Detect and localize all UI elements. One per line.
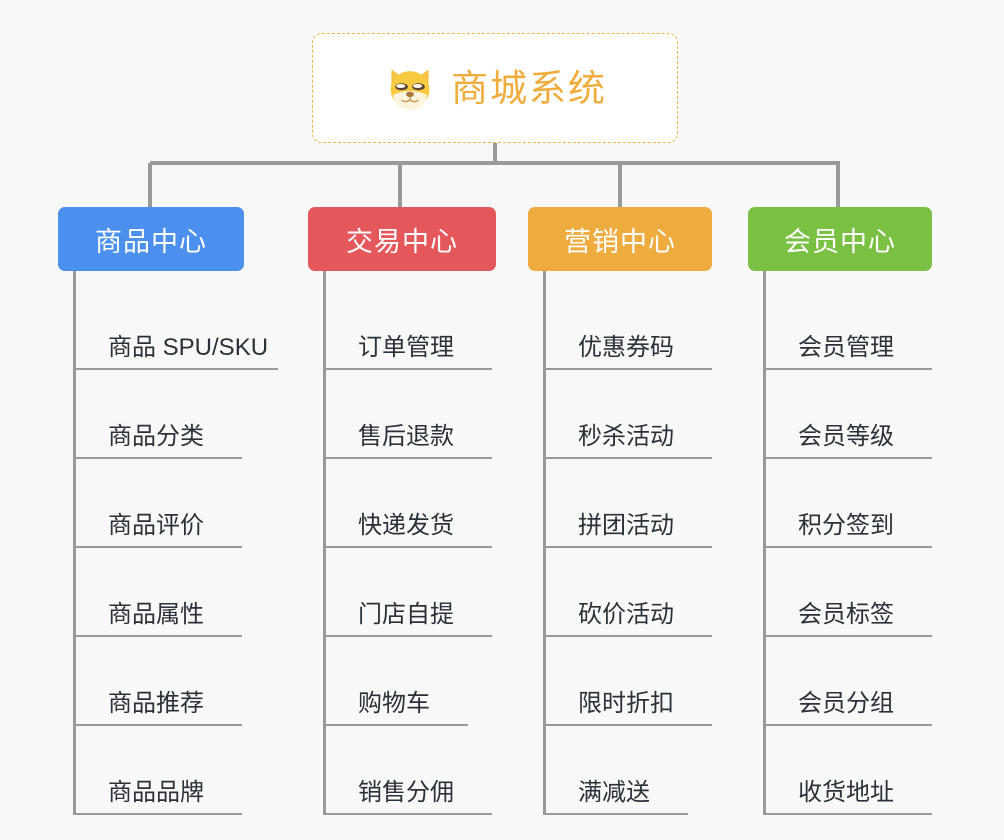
list-item[interactable]: 积分签到 [766, 459, 968, 548]
list-item-label: 售后退款 [358, 422, 454, 450]
list-item[interactable]: 门店自提 [326, 548, 528, 637]
list-item[interactable]: 商品属性 [76, 548, 278, 637]
list-item[interactable]: 会员管理 [766, 281, 968, 370]
list-item-label: 会员管理 [798, 333, 894, 361]
list-item-label: 购物车 [358, 689, 430, 717]
list-item-label: 销售分佣 [358, 778, 454, 806]
category-header-trade-center[interactable]: 交易中心 [308, 207, 496, 271]
shiba-dog-face-icon [390, 69, 430, 110]
list-item-label: 商品评价 [108, 511, 204, 539]
column-marketing-center: 营销中心 优惠券码 秒杀活动 拼团活动 砍价活动 限时折扣 满减送 [528, 207, 748, 815]
list-item[interactable]: 购物车 [326, 637, 528, 726]
item-list-marketing-center: 优惠券码 秒杀活动 拼团活动 砍价活动 限时折扣 满减送 [543, 271, 748, 815]
list-item[interactable]: 拼团活动 [546, 459, 748, 548]
list-item-label: 商品品牌 [108, 778, 204, 806]
list-item[interactable]: 订单管理 [326, 281, 528, 370]
list-item[interactable]: 商品评价 [76, 459, 278, 548]
list-item-label: 积分签到 [798, 511, 894, 539]
category-header-marketing-center[interactable]: 营销中心 [528, 207, 712, 271]
list-item-label: 商品分类 [108, 422, 204, 450]
list-item[interactable]: 快递发货 [326, 459, 528, 548]
list-item-label: 砍价活动 [578, 600, 674, 628]
list-item-label: 快递发货 [358, 511, 454, 539]
list-item-label: 会员标签 [798, 600, 894, 628]
list-item-label: 门店自提 [358, 600, 454, 628]
root-node-mall-system[interactable]: 商城系统 [312, 33, 678, 143]
list-item-label: 拼团活动 [578, 511, 674, 539]
list-item-label: 优惠券码 [578, 333, 674, 361]
category-header-member-center[interactable]: 会员中心 [748, 207, 932, 271]
root-node-title: 商城系统 [451, 67, 607, 109]
list-item[interactable]: 满减送 [546, 726, 748, 815]
list-item-label: 商品 SPU/SKU [108, 333, 269, 361]
list-item[interactable]: 收货地址 [766, 726, 968, 815]
item-list-member-center: 会员管理 会员等级 积分签到 会员标签 会员分组 收货地址 [763, 271, 968, 815]
category-label: 交易中心 [346, 226, 458, 257]
list-item[interactable]: 售后退款 [326, 370, 528, 459]
list-item[interactable]: 会员等级 [766, 370, 968, 459]
list-item[interactable]: 销售分佣 [326, 726, 528, 815]
list-item-label: 商品属性 [108, 600, 204, 628]
item-list-trade-center: 订单管理 售后退款 快递发货 门店自提 购物车 销售分佣 [323, 271, 528, 815]
list-item-label: 订单管理 [358, 333, 454, 361]
list-item-label: 会员分组 [798, 689, 894, 717]
category-label: 会员中心 [784, 226, 896, 257]
column-member-center: 会员中心 会员管理 会员等级 积分签到 会员标签 会员分组 收货地址 [748, 207, 968, 815]
column-trade-center: 交易中心 订单管理 售后退款 快递发货 门店自提 购物车 销售分佣 [308, 207, 528, 815]
category-label: 营销中心 [564, 226, 676, 257]
list-item-label: 限时折扣 [578, 689, 674, 717]
item-list-product-center: 商品 SPU/SKU 商品分类 商品评价 商品属性 商品推荐 商品品牌 [73, 271, 278, 815]
list-item[interactable]: 商品分类 [76, 370, 278, 459]
list-item-label: 秒杀活动 [578, 422, 674, 450]
list-item-label: 会员等级 [798, 422, 894, 450]
category-label: 商品中心 [95, 226, 207, 257]
list-item[interactable]: 商品推荐 [76, 637, 278, 726]
column-product-center: 商品中心 商品 SPU/SKU 商品分类 商品评价 商品属性 商品推荐 商品品牌 [58, 207, 278, 815]
list-item[interactable]: 优惠券码 [546, 281, 748, 370]
list-item-label: 满减送 [578, 778, 650, 806]
list-item[interactable]: 秒杀活动 [546, 370, 748, 459]
category-header-product-center[interactable]: 商品中心 [58, 207, 244, 271]
list-item[interactable]: 会员标签 [766, 548, 968, 637]
list-item[interactable]: 砍价活动 [546, 548, 748, 637]
list-item[interactable]: 会员分组 [766, 637, 968, 726]
list-item[interactable]: 限时折扣 [546, 637, 748, 726]
list-item[interactable]: 商品 SPU/SKU [76, 281, 278, 370]
list-item[interactable]: 商品品牌 [76, 726, 278, 815]
list-item-label: 商品推荐 [108, 689, 204, 717]
list-item-label: 收货地址 [798, 778, 894, 806]
